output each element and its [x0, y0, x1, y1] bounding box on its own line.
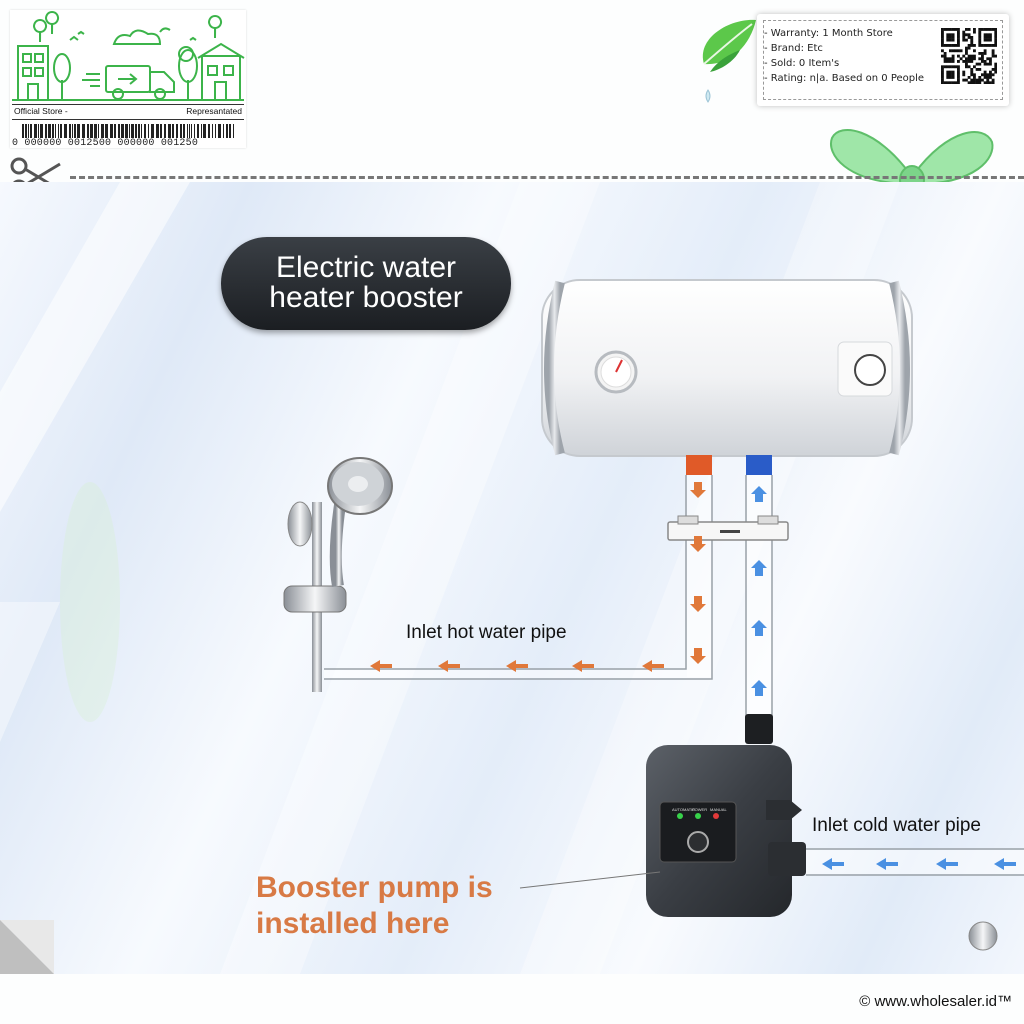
page-curl-icon: [0, 920, 54, 974]
store-badge-caption: Official Store - Represantated: [12, 104, 244, 120]
barcode-digits: 0 000000 0012500 000000 001250: [12, 138, 199, 149]
plumbing-diagram: AUTOMATIC POWER MANUAL: [0, 279, 1024, 974]
leaf-icon: [702, 19, 756, 103]
barcode-graphic: [22, 124, 234, 138]
thermostat-knob-icon: [837, 341, 893, 397]
shower-head-set-icon: [283, 457, 393, 692]
cut-dashed-line: [70, 176, 1024, 179]
represented-text: Represantated: [186, 106, 242, 116]
qr-code-icon: [941, 28, 997, 84]
diagram-panel: Electric water heater booster: [0, 182, 1024, 974]
sold-text: - Sold: 0 Item's: [764, 58, 840, 69]
product-info-card: - Warranty: 1 Month Store - Brand: Etc -…: [757, 14, 1009, 106]
store-town-illustration: [12, 11, 245, 101]
pump-install-label: Booster pump is installed here: [256, 871, 493, 940]
diagram-title-pill: Electric water heater booster: [221, 237, 511, 330]
indicator-label-automatic: AUTOMATIC: [672, 807, 695, 812]
thermometer-gauge-icon: [594, 350, 638, 394]
indicator-label-power: POWER: [692, 807, 707, 812]
rating-text: - Rating: n|a. Based on 0 People: [764, 73, 925, 84]
official-store-text: Official Store -: [14, 106, 68, 116]
booster-pump-icon: [519, 745, 806, 917]
warranty-text: - Warranty: 1 Month Store: [764, 28, 893, 39]
wall-bracket: [667, 515, 789, 541]
store-badge: Official Store - Represantated 0 000000 …: [10, 10, 246, 149]
hot-pipe-label: Inlet hot water pipe: [406, 622, 567, 643]
copyright-text: © www.wholesaler.id™: [859, 993, 1012, 1010]
product-info-lines: - Warranty: 1 Month Store - Brand: Etc -…: [764, 26, 924, 86]
indicator-label-manual: MANUAL: [710, 807, 727, 812]
metal-button-icon: [968, 921, 998, 951]
brand-text: - Brand: Etc: [764, 43, 823, 54]
diagram-title: Electric water heater booster: [269, 251, 463, 314]
cold-flow-arrows: [751, 486, 1016, 870]
cold-pipe-label: Inlet cold water pipe: [812, 815, 981, 836]
hot-flow-arrows: [370, 482, 706, 672]
water-heater-tank: [541, 279, 913, 457]
